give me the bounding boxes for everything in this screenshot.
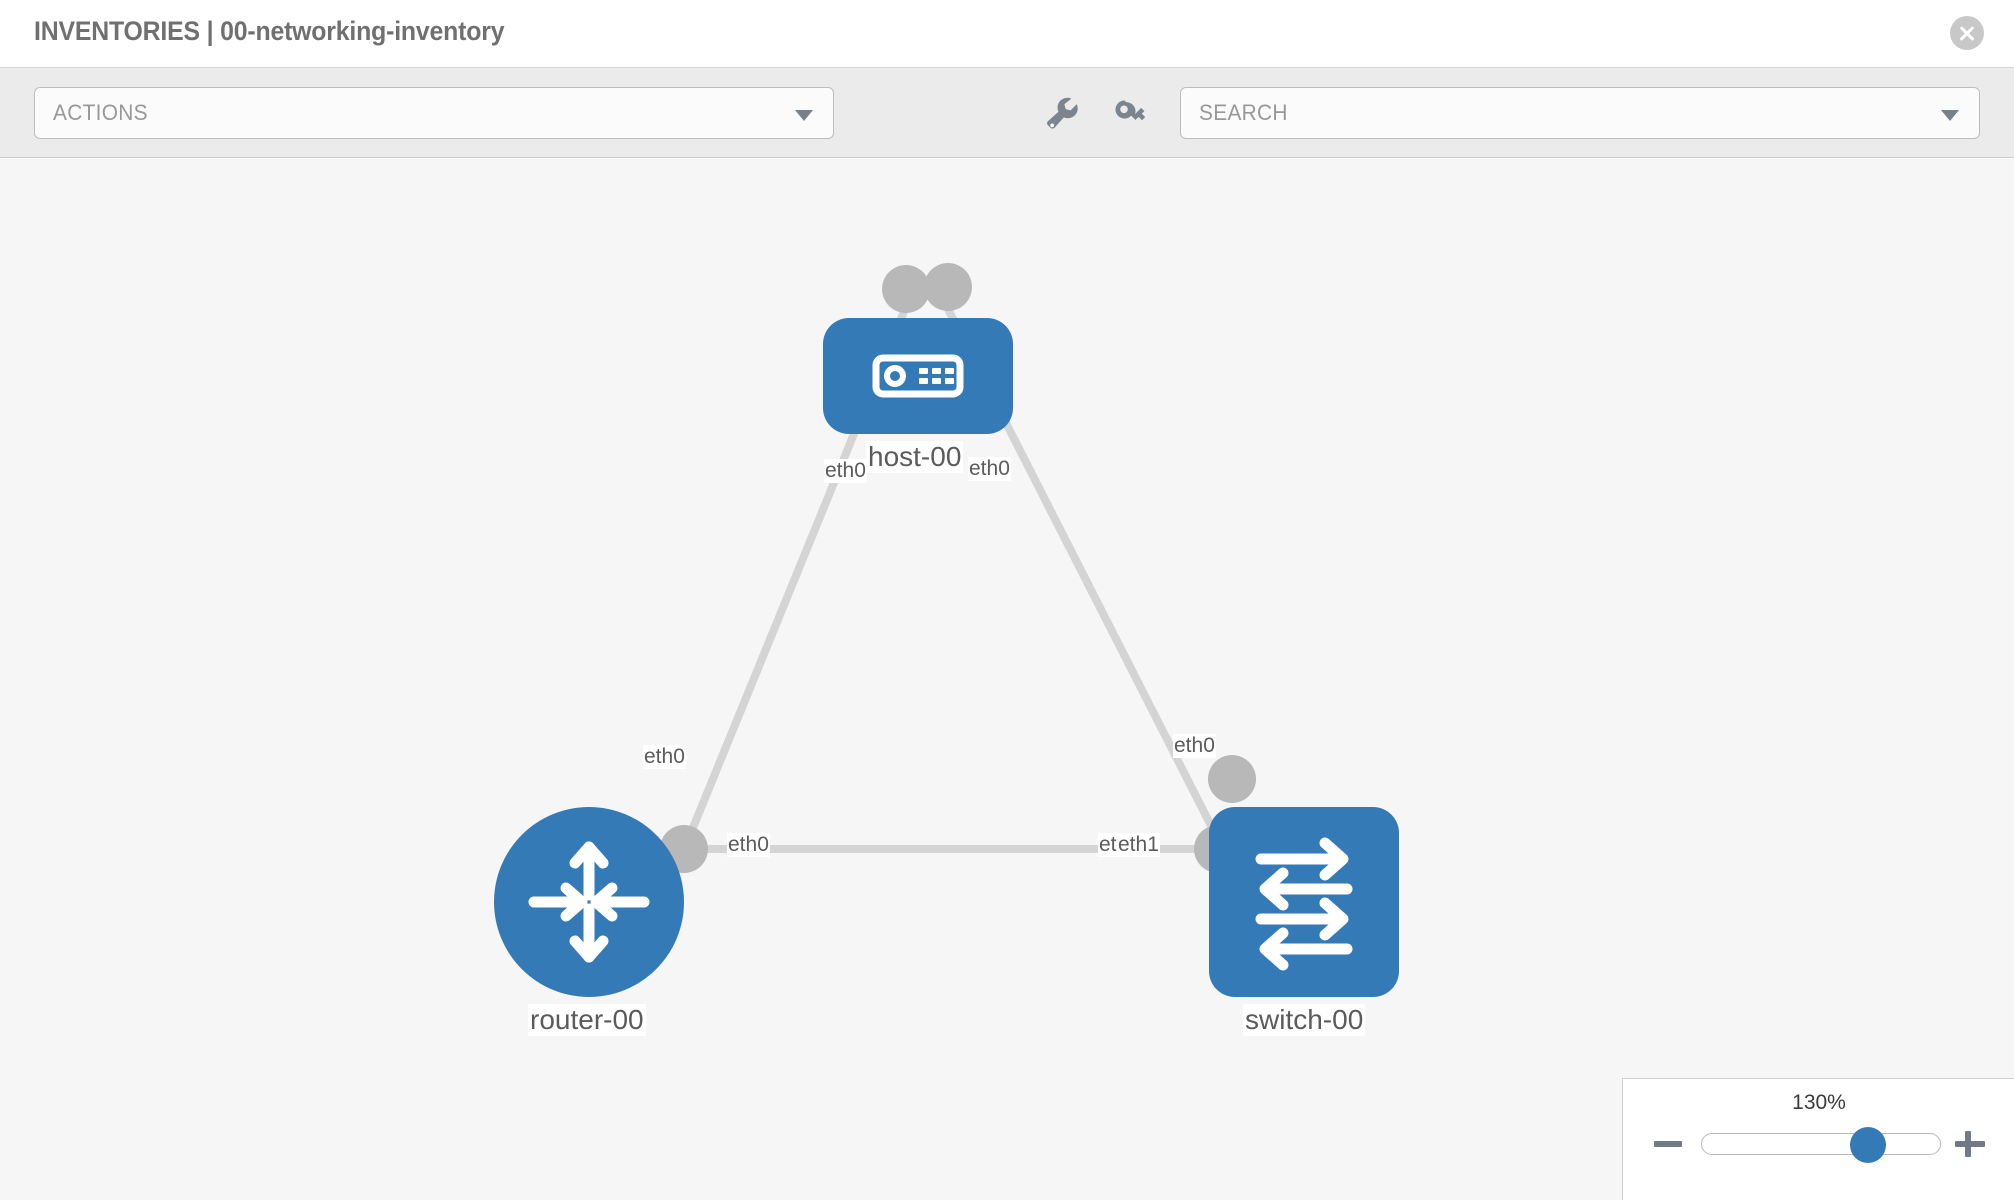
iface-label-switch-left: eth1 [1117,833,1160,857]
topology-canvas[interactable]: host-00 r [0,159,2014,1200]
toolbar: ACTIONS SEARCH [0,68,2014,158]
zoom-in-button[interactable] [1953,1127,1987,1161]
actions-dropdown[interactable]: ACTIONS [34,87,834,139]
port-switch-top [1208,755,1256,803]
iface-label-switch-up: eth0 [1173,734,1216,758]
chevron-down-icon [795,110,813,121]
close-icon[interactable] [1950,16,1984,50]
iface-label-host-left: eth0 [824,459,867,483]
wrench-icon[interactable] [1038,94,1084,134]
topology-node-switch-00[interactable] [1209,807,1399,997]
port-host-left [882,265,930,313]
node-shape-host [823,318,1013,434]
zoom-control-panel: 130% [1622,1078,2014,1200]
node-label-host-00: host-00 [866,441,964,473]
zoom-level-value: 130% [1792,1091,1846,1114]
actions-dropdown-label: ACTIONS [53,100,148,125]
node-label-switch-00: switch-00 [1243,1004,1366,1036]
port-host-right [924,263,972,311]
iface-label-router-right: eth0 [727,833,770,857]
page-title: INVENTORIES | 00-networking-inventory [34,16,505,46]
zoom-slider-thumb[interactable] [1850,1127,1886,1163]
search-placeholder: SEARCH [1199,100,1288,125]
iface-label-host-right: eth0 [968,457,1011,481]
zoom-slider[interactable] [1701,1127,1941,1163]
switch-arrows-icon [1255,837,1353,971]
key-icon[interactable] [1108,94,1154,134]
topology-node-host-00[interactable] [823,318,1013,434]
node-shape-router [494,807,684,997]
router-arrows-icon [528,841,650,963]
node-shape-switch [1209,807,1399,997]
server-icon [872,354,964,398]
topology-graph [660,263,1256,881]
page-header: INVENTORIES | 00-networking-inventory [0,0,2014,68]
iface-label-router-up: eth0 [643,745,686,769]
search-input[interactable]: SEARCH [1180,87,1980,139]
zoom-out-button[interactable] [1651,1127,1685,1161]
topology-node-router-00[interactable] [494,807,684,997]
chevron-down-icon [1941,110,1959,121]
node-label-router-00: router-00 [528,1004,646,1036]
